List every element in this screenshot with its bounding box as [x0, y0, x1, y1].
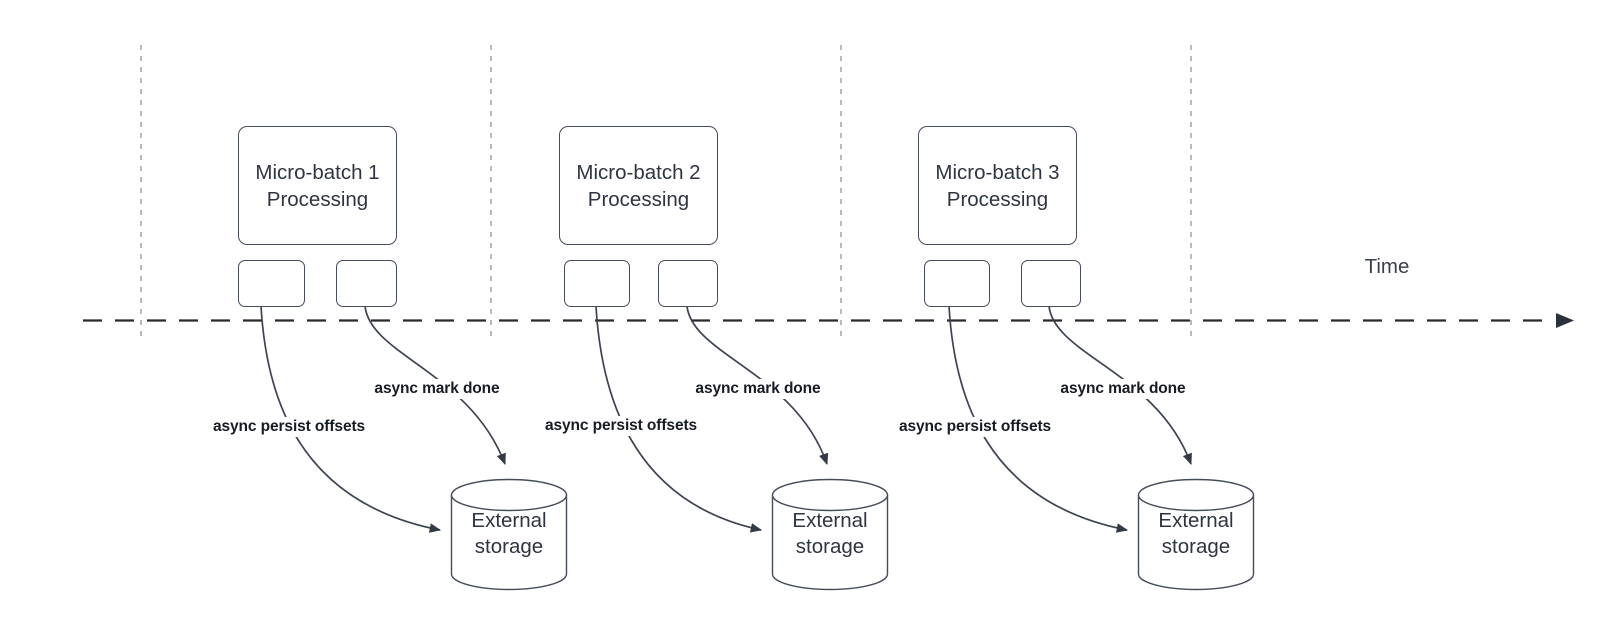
- mark-done-label-2: async mark done: [691, 379, 825, 399]
- time-axis-label: Time: [1364, 255, 1410, 278]
- persist-offsets-label-2: async persist offsets: [540, 416, 702, 436]
- persist-offsets-arrow-1: [260, 305, 442, 533]
- external-storage-1: External storage: [450, 478, 568, 591]
- mark-done-arrow-2: [686, 305, 829, 466]
- database-cylinder-icon: [450, 478, 568, 591]
- mark-done-arrow-1: [364, 305, 506, 466]
- external-storage-1-label: External storage: [471, 509, 547, 558]
- time-axis-arrowhead-icon: [1556, 313, 1574, 328]
- external-storage-3-label: External storage: [1158, 509, 1234, 558]
- external-storage-3: External storage: [1137, 478, 1255, 591]
- database-cylinder-icon: [771, 478, 889, 591]
- persist-offsets-arrow-2: [595, 305, 763, 533]
- mark-done-label-1: async mark done: [370, 379, 504, 399]
- persist-offsets-label-3: async persist offsets: [894, 417, 1056, 437]
- persist-offsets-arrow-3: [948, 305, 1129, 533]
- mark-done-label-3: async mark done: [1056, 379, 1190, 399]
- external-storage-2-label: External storage: [792, 509, 868, 558]
- mark-done-arrow-3: [1048, 305, 1192, 466]
- persist-offsets-label-1: async persist offsets: [208, 417, 370, 437]
- external-storage-2: External storage: [771, 478, 889, 591]
- database-cylinder-icon: [1137, 478, 1255, 591]
